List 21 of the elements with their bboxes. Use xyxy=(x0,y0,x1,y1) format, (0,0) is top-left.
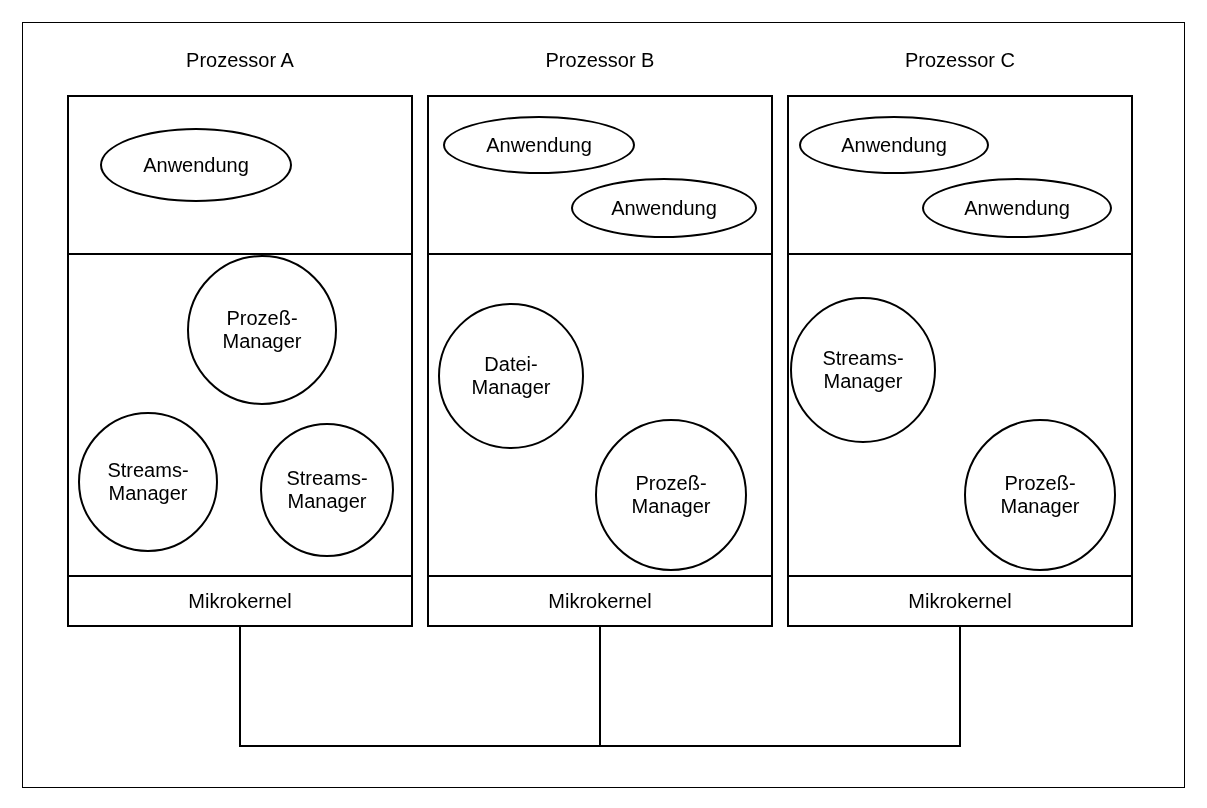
connector-line xyxy=(599,626,961,747)
processor-heading: Prozessor B xyxy=(544,49,656,72)
node-label: Anwendung xyxy=(486,133,592,157)
node-label: Anwendung xyxy=(841,133,947,157)
processor-heading: Prozessor C xyxy=(904,49,1016,72)
node-label: Prozeß- Manager xyxy=(630,472,712,518)
node-label: Mikrokernel xyxy=(188,589,292,613)
node-label: Anwendung xyxy=(964,196,1070,220)
node-label: Anwendung xyxy=(611,196,717,220)
node-label: Prozeß- Manager xyxy=(221,307,303,353)
processor-heading: Prozessor A xyxy=(185,49,295,72)
connector-line xyxy=(239,626,601,747)
section-panel xyxy=(69,255,411,577)
node-label: Mikrokernel xyxy=(548,589,652,613)
node-label: Anwendung xyxy=(143,153,249,177)
node-label: Prozeß- Manager xyxy=(999,472,1081,518)
node-label: Mikrokernel xyxy=(908,589,1012,613)
node-label: Datei- Manager xyxy=(470,353,552,399)
node-label: Streams- Manager xyxy=(821,347,905,393)
node-label: Streams- Manager xyxy=(106,459,190,505)
node-label: Streams- Manager xyxy=(285,467,369,513)
